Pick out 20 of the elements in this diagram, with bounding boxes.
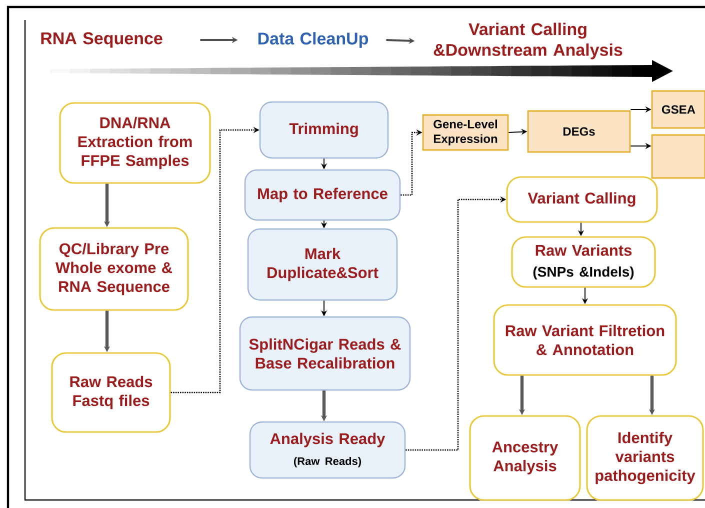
process-box: QC/Library Pre Whole exome & RNA Sequence [39,227,189,311]
process-box: Gene-Level Expression [422,114,509,151]
stage-heading: Data CleanUp [258,32,368,48]
process-box: Map to Reference [244,169,401,221]
process-box: SplitNCigar Reads & Base Recalibration [239,316,411,391]
process-box: Mark Duplicate&Sort [247,228,398,301]
stage-heading: Variant Calling &Downstream Analysis [434,22,622,60]
empty-box [651,134,705,179]
process-box: Variant Calling [506,176,658,223]
stage-heading: RNA Sequence [41,32,162,48]
process-box: Raw Variants (SNPs &Indels) [511,236,656,288]
process-box: Analysis Ready (Raw Reads) [249,421,406,479]
process-box: DEGs [527,110,631,153]
process-box: GSEA [651,90,705,129]
process-box: Trimming [259,101,389,159]
process-box: Raw Reads Fastq files [51,352,171,433]
process-box: Identify variants pathogenicity [586,415,704,501]
process-box: Raw Variant Filtretion & Annotation [493,304,677,376]
process-box: DNA/RNA Extraction from FFPE Samples [59,102,211,184]
process-box: Ancestry Analysis [469,415,581,501]
